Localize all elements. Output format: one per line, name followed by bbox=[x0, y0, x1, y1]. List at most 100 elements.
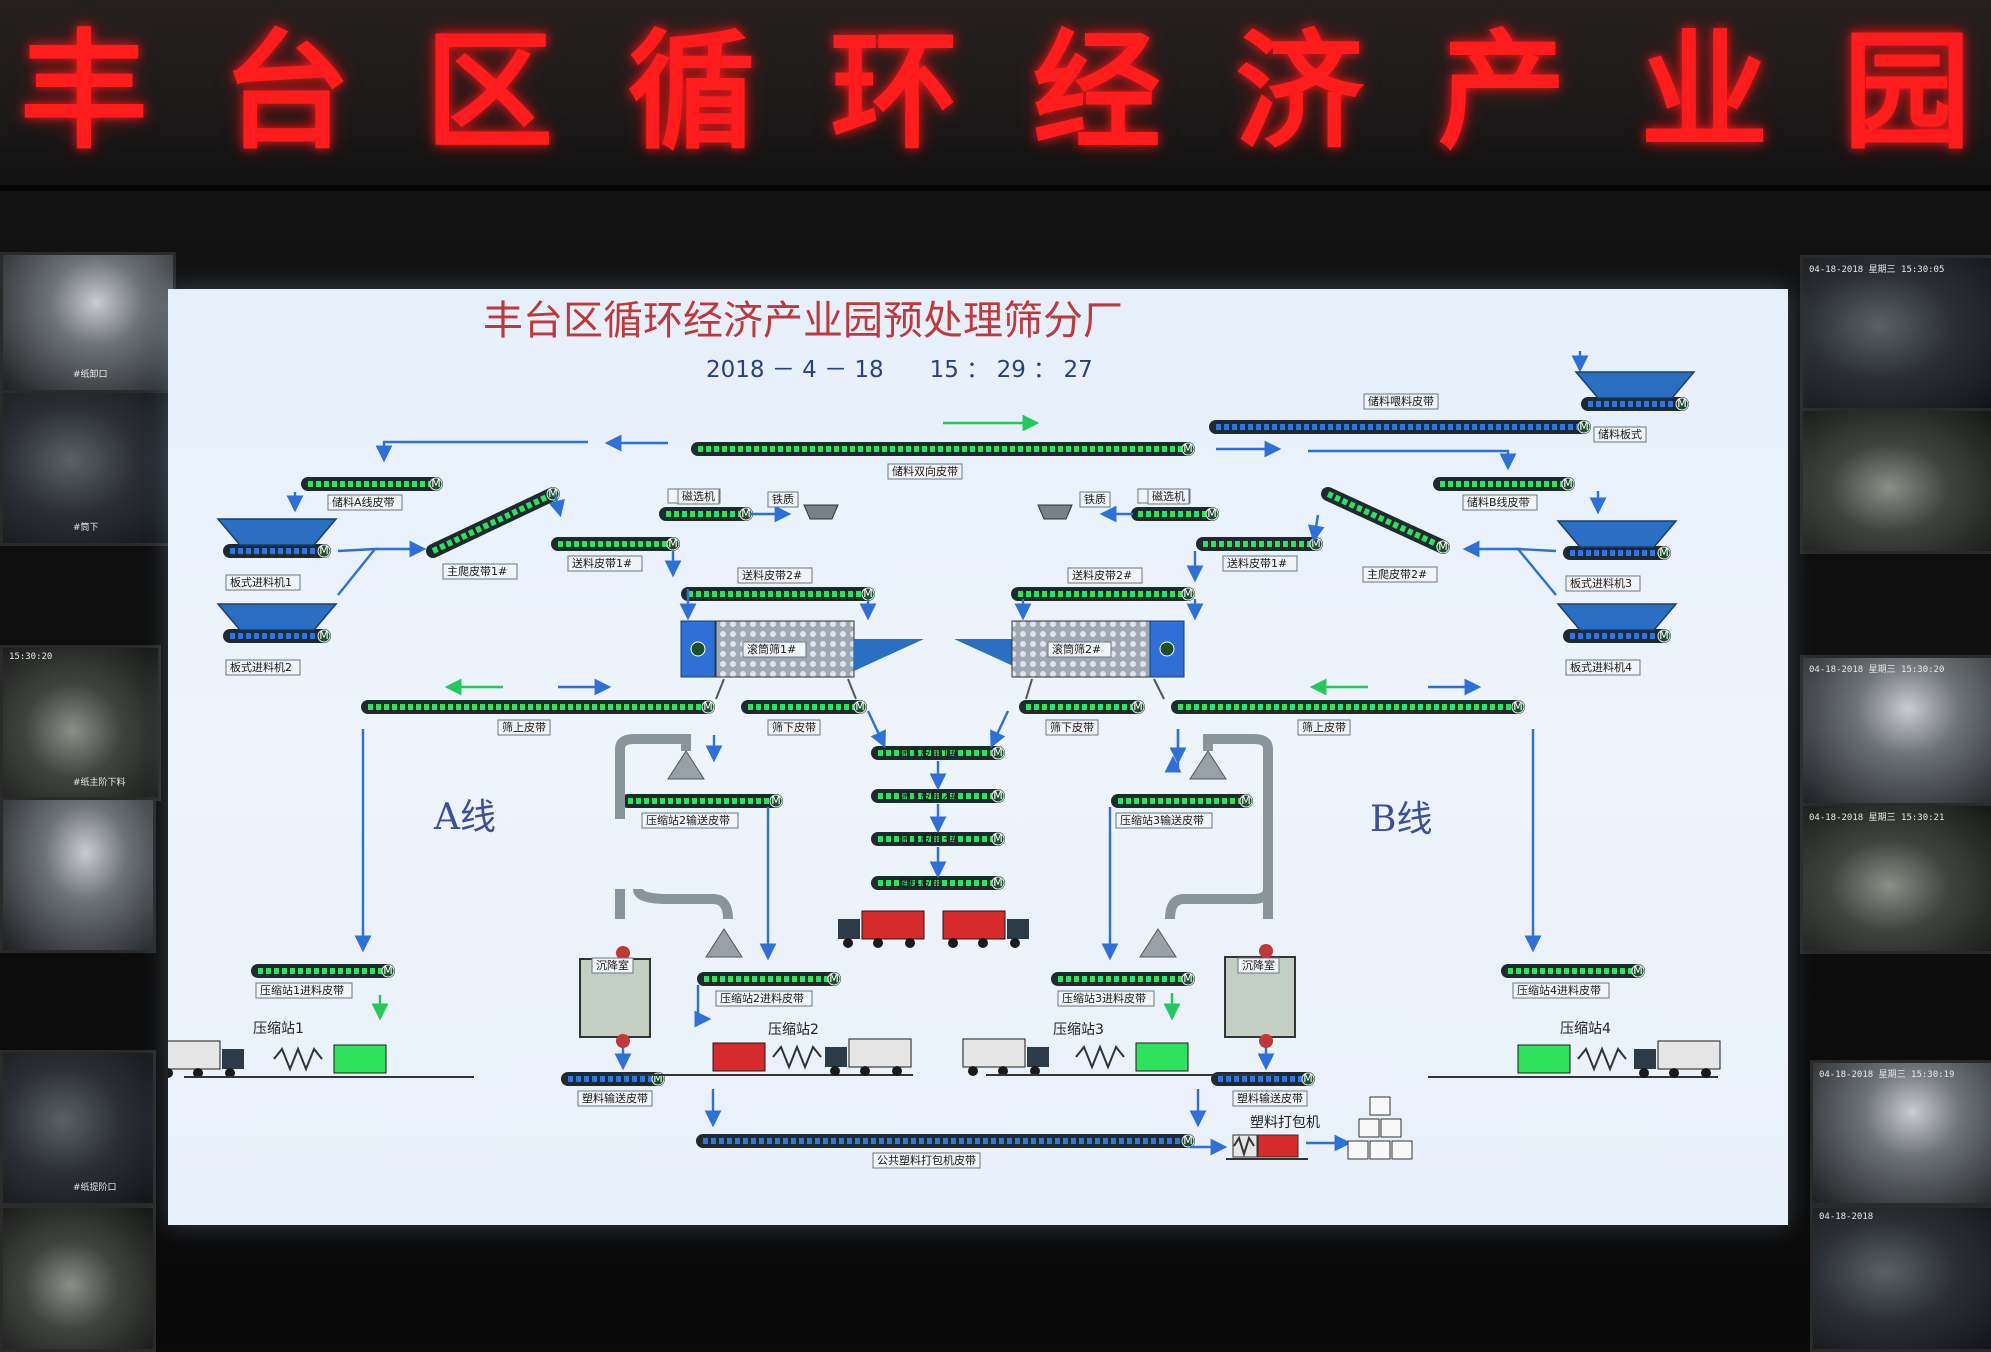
conveyor-belt: M bbox=[1011, 587, 1195, 601]
merge-lines bbox=[337, 547, 378, 596]
bale-icon bbox=[1391, 1140, 1413, 1160]
motor-label: M bbox=[993, 789, 1003, 802]
truck-wheel bbox=[905, 938, 915, 948]
motor-label: M bbox=[703, 700, 713, 713]
conveyor-belt: M bbox=[1321, 487, 1450, 554]
label-text: 铁质 bbox=[1084, 493, 1106, 506]
conveyor-belt: M bbox=[1433, 477, 1575, 491]
conveyor-belt: M bbox=[551, 537, 680, 551]
equipment-label: 筛上皮带 bbox=[497, 719, 551, 736]
dust-pipe bbox=[1165, 888, 1273, 920]
hopper-icon bbox=[216, 518, 338, 546]
iron-bin-icon bbox=[1037, 504, 1073, 520]
equipment-label: 磁选机 bbox=[677, 488, 720, 505]
truck-wheel bbox=[1669, 1068, 1679, 1078]
hopper-body bbox=[1574, 371, 1696, 399]
truck-box bbox=[1657, 1040, 1721, 1070]
conveyor-belt: M bbox=[1019, 700, 1145, 714]
truck-wheel bbox=[860, 1066, 870, 1076]
camera-monitor[interactable]: #纸提阶口 bbox=[0, 1050, 156, 1206]
truck-wheel bbox=[892, 1066, 902, 1076]
compactor-spring bbox=[1577, 1046, 1627, 1072]
label-text: 板式进料机4 bbox=[1570, 660, 1632, 674]
camera-timestamp: 04-18-2018 星期三 15:30:20 bbox=[1809, 665, 1945, 675]
label-box bbox=[1047, 641, 1112, 658]
bale-icon bbox=[1358, 1118, 1380, 1138]
motor-label: M bbox=[1241, 794, 1251, 807]
motor-icon bbox=[1131, 700, 1145, 714]
camera-feed bbox=[3, 648, 158, 798]
motor-icon bbox=[1657, 546, 1671, 560]
motor-label: M bbox=[1563, 477, 1573, 490]
camera-monitor[interactable]: 04-18-2018 bbox=[1810, 1205, 1991, 1352]
valve-icon bbox=[616, 1034, 630, 1048]
camera-monitor[interactable]: #纸卸口 bbox=[0, 252, 176, 393]
truck-box bbox=[942, 910, 1006, 940]
conveyor-belt: M bbox=[659, 507, 753, 521]
camera-monitor[interactable] bbox=[1800, 408, 1991, 554]
truck-icon bbox=[838, 910, 925, 948]
compress-station-label: 压缩站3 bbox=[1053, 1022, 1104, 1038]
camera-monitor[interactable]: 04-18-2018 星期三 15:30:21 bbox=[1800, 803, 1991, 954]
conveyor-belt: M bbox=[1209, 420, 1591, 434]
page-title: 丰台区循环经济产业园预处理筛分厂 bbox=[483, 298, 1123, 344]
motor-icon bbox=[1511, 700, 1525, 714]
camera-label: #筒下 bbox=[73, 523, 99, 533]
label-text: 塑料输送皮带 bbox=[582, 1091, 648, 1105]
flow-path bbox=[1307, 514, 1325, 543]
equipment-label: 沉降室 bbox=[1237, 957, 1280, 974]
conveyor-belt: M bbox=[741, 700, 867, 714]
camera-monitor[interactable] bbox=[0, 1205, 156, 1352]
conveyor-belt: M bbox=[691, 442, 1195, 456]
compactor-box bbox=[333, 1044, 387, 1074]
label-box bbox=[1237, 957, 1280, 974]
conveyor-belt: M bbox=[871, 876, 1005, 890]
compactor-spring bbox=[273, 1046, 323, 1072]
label-box bbox=[497, 719, 551, 736]
conveyor-belt: M bbox=[361, 700, 715, 714]
equipment-label: 压缩站3输送皮带 bbox=[1115, 812, 1213, 829]
conveyor-belt: M bbox=[871, 746, 1005, 760]
line-b-label: B线 bbox=[1370, 799, 1432, 840]
motor-icon bbox=[666, 537, 680, 551]
label-box bbox=[641, 812, 739, 829]
camera-timestamp: 04-18-2018 星期三 15:30:05 bbox=[1809, 265, 1945, 275]
cyclone-icon bbox=[705, 928, 743, 958]
led-char: 济 bbox=[1235, 18, 1364, 167]
motor-label: M bbox=[1183, 587, 1193, 600]
label-text: 压缩站3进料皮带 bbox=[1062, 991, 1146, 1005]
truck-cab bbox=[1007, 919, 1029, 939]
label-text: 送料皮带1# bbox=[1227, 556, 1287, 570]
label-box bbox=[1297, 719, 1351, 736]
led-char: 业 bbox=[1640, 18, 1769, 167]
camera-label: #纸主阶下料 bbox=[73, 778, 126, 788]
label-text: 磁选机 bbox=[1152, 489, 1185, 503]
camera-monitor[interactable]: 15:30:20 #纸主阶下料 bbox=[0, 645, 161, 801]
equipment-label: 沉降室 bbox=[591, 957, 634, 974]
bale-icon bbox=[1369, 1140, 1391, 1160]
motor-label: M bbox=[741, 507, 751, 520]
equipment-label: 磁选机 bbox=[1147, 488, 1190, 505]
camera-monitor[interactable] bbox=[0, 797, 156, 953]
camera-monitor[interactable]: #筒下 bbox=[0, 390, 176, 546]
led-char: 园 bbox=[1842, 18, 1971, 167]
label-box bbox=[255, 982, 353, 999]
motor-label: M bbox=[383, 964, 393, 977]
equipment-label: 储料B线皮带 bbox=[1462, 494, 1538, 511]
camera-monitor[interactable]: 04-18-2018 星期三 15:30:05 bbox=[1800, 255, 1991, 411]
camera-monitor[interactable]: 04-18-2018 星期三 15:30:19 bbox=[1810, 1060, 1991, 1206]
belt-label: 筛下皮带1# bbox=[898, 746, 958, 760]
label-box bbox=[577, 1090, 653, 1107]
motor-icon bbox=[1436, 540, 1450, 554]
compress-station-label: 压缩站4 bbox=[1560, 1021, 1611, 1037]
camera-monitor[interactable]: 04-18-2018 星期三 15:30:20 bbox=[1800, 655, 1991, 806]
conveyor-belt: M bbox=[1171, 700, 1525, 714]
conveyor-belt: M bbox=[223, 629, 331, 643]
label-box bbox=[1067, 567, 1143, 584]
motor-label: M bbox=[1303, 1072, 1313, 1085]
truck-cab bbox=[222, 1049, 244, 1069]
conveyor-belt: M bbox=[426, 487, 560, 558]
led-sign-text: 丰 台 区 循 环 经 济 产 业 园 bbox=[0, 18, 1991, 168]
baler-box bbox=[1257, 1134, 1299, 1158]
equipment-label: 压缩站4进料皮带 bbox=[1512, 982, 1610, 999]
